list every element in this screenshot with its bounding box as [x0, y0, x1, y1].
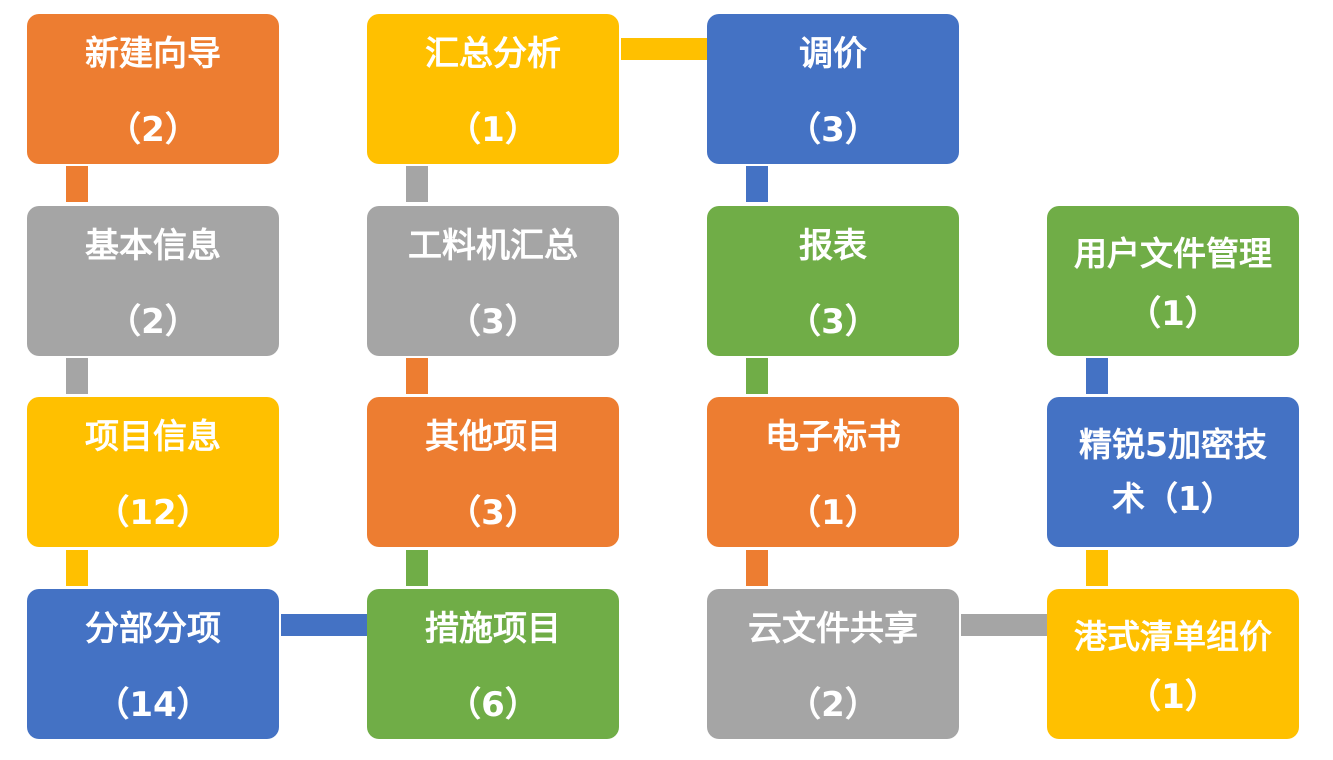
node-title: 电子标书: [765, 417, 901, 457]
node-jiben-xinxi: 基本信息 （2）: [27, 206, 279, 356]
node-title: 措施项目: [425, 609, 561, 649]
connector: [406, 358, 428, 394]
node-huizong-fenxi: 汇总分析 （1）: [367, 14, 619, 164]
node-fenbu-fenxiang: 分部分项 （14）: [27, 589, 279, 739]
node-count: （1）: [1127, 677, 1219, 717]
node-yonghu-wenjian-guanli: 用户文件管理 （1）: [1047, 206, 1299, 356]
connector: [406, 550, 428, 586]
connector: [66, 358, 88, 394]
node-title: 新建向导: [85, 34, 221, 74]
node-jingrui-jiami: 精锐5加密技 术（1）: [1047, 397, 1299, 547]
node-gongliaoji-huizong: 工料机汇总 （3）: [367, 206, 619, 356]
node-title: 调价: [799, 34, 867, 74]
node-count: （2）: [107, 110, 199, 150]
node-count: （3）: [447, 302, 539, 342]
connector: [961, 614, 1047, 636]
node-count: （2）: [107, 302, 199, 342]
connector: [66, 550, 88, 586]
connector: [746, 358, 768, 394]
node-title: 基本信息: [85, 226, 221, 266]
node-title: 云文件共享: [748, 609, 918, 649]
node-tiaojia: 调价 （3）: [707, 14, 959, 164]
node-baobiao: 报表 （3）: [707, 206, 959, 356]
node-title: 工料机汇总: [408, 226, 578, 266]
connector: [281, 614, 367, 636]
connector: [746, 166, 768, 202]
node-count: （1）: [787, 493, 879, 533]
node-count: （14）: [95, 685, 211, 725]
connector: [1086, 550, 1108, 586]
node-title: 分部分项: [85, 609, 221, 649]
node-title-line2: 术（1）: [1112, 479, 1234, 518]
node-title: 精锐5加密技: [1079, 425, 1267, 464]
node-count: （3）: [787, 110, 879, 150]
node-title: 报表: [799, 226, 867, 266]
node-cuoshi-xiangmu: 措施项目 （6）: [367, 589, 619, 739]
node-yun-wenjian-gongxiang: 云文件共享 （2）: [707, 589, 959, 739]
node-title: 港式清单组价: [1074, 617, 1272, 656]
node-qita-xiangmu: 其他项目 （3）: [367, 397, 619, 547]
node-count: （6）: [447, 685, 539, 725]
connector: [1086, 358, 1108, 394]
connector: [621, 38, 707, 60]
node-count: （1）: [447, 110, 539, 150]
connector: [746, 550, 768, 586]
node-title: 汇总分析: [425, 34, 561, 74]
node-title: 项目信息: [85, 417, 221, 457]
node-count: （3）: [787, 302, 879, 342]
node-count: （2）: [787, 685, 879, 725]
connector: [406, 166, 428, 202]
node-dianzi-biaoshu: 电子标书 （1）: [707, 397, 959, 547]
node-gangshi-qingdan-zujia: 港式清单组价 （1）: [1047, 589, 1299, 739]
node-title: 用户文件管理: [1074, 234, 1272, 273]
node-count: （12）: [95, 493, 211, 533]
node-count: （3）: [447, 493, 539, 533]
node-title: 其他项目: [425, 417, 561, 457]
connector: [66, 166, 88, 202]
node-xiangmu-xinxi: 项目信息 （12）: [27, 397, 279, 547]
node-xinjian-xiangdao: 新建向导 （2）: [27, 14, 279, 164]
node-count: （1）: [1127, 294, 1219, 334]
